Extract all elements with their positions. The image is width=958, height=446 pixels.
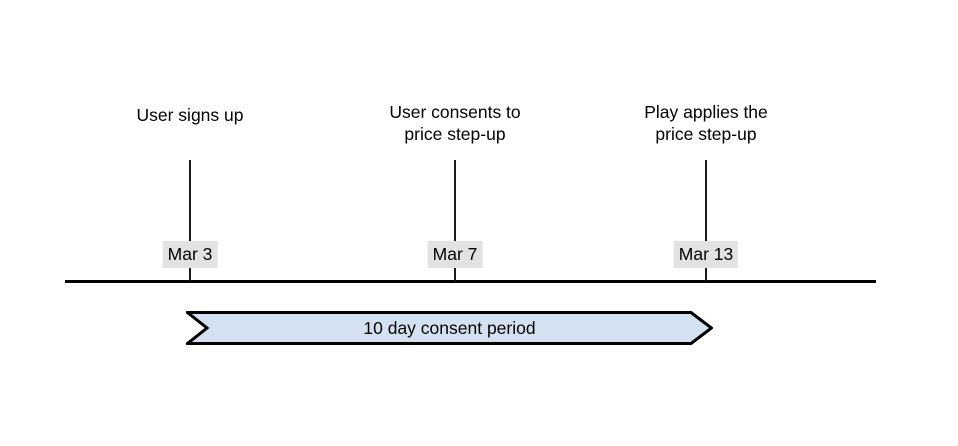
- event-caption: User signs up: [136, 105, 244, 125]
- timeline-axis: [65, 280, 876, 283]
- event-date-chip: Mar 13: [673, 241, 739, 268]
- consent-period-banner: 10 day consent period: [186, 311, 713, 345]
- event-date-chip: Mar 7: [427, 241, 483, 268]
- chevron-arrow-icon: [186, 311, 713, 345]
- event-tick-icon: [705, 160, 707, 281]
- event-caption: Play applies the price step-up: [644, 102, 768, 144]
- event-date-chip: Mar 3: [162, 241, 218, 268]
- event-tick-icon: [189, 160, 191, 281]
- event-tick-icon: [454, 160, 456, 281]
- event-caption: User consents to price step-up: [389, 102, 521, 144]
